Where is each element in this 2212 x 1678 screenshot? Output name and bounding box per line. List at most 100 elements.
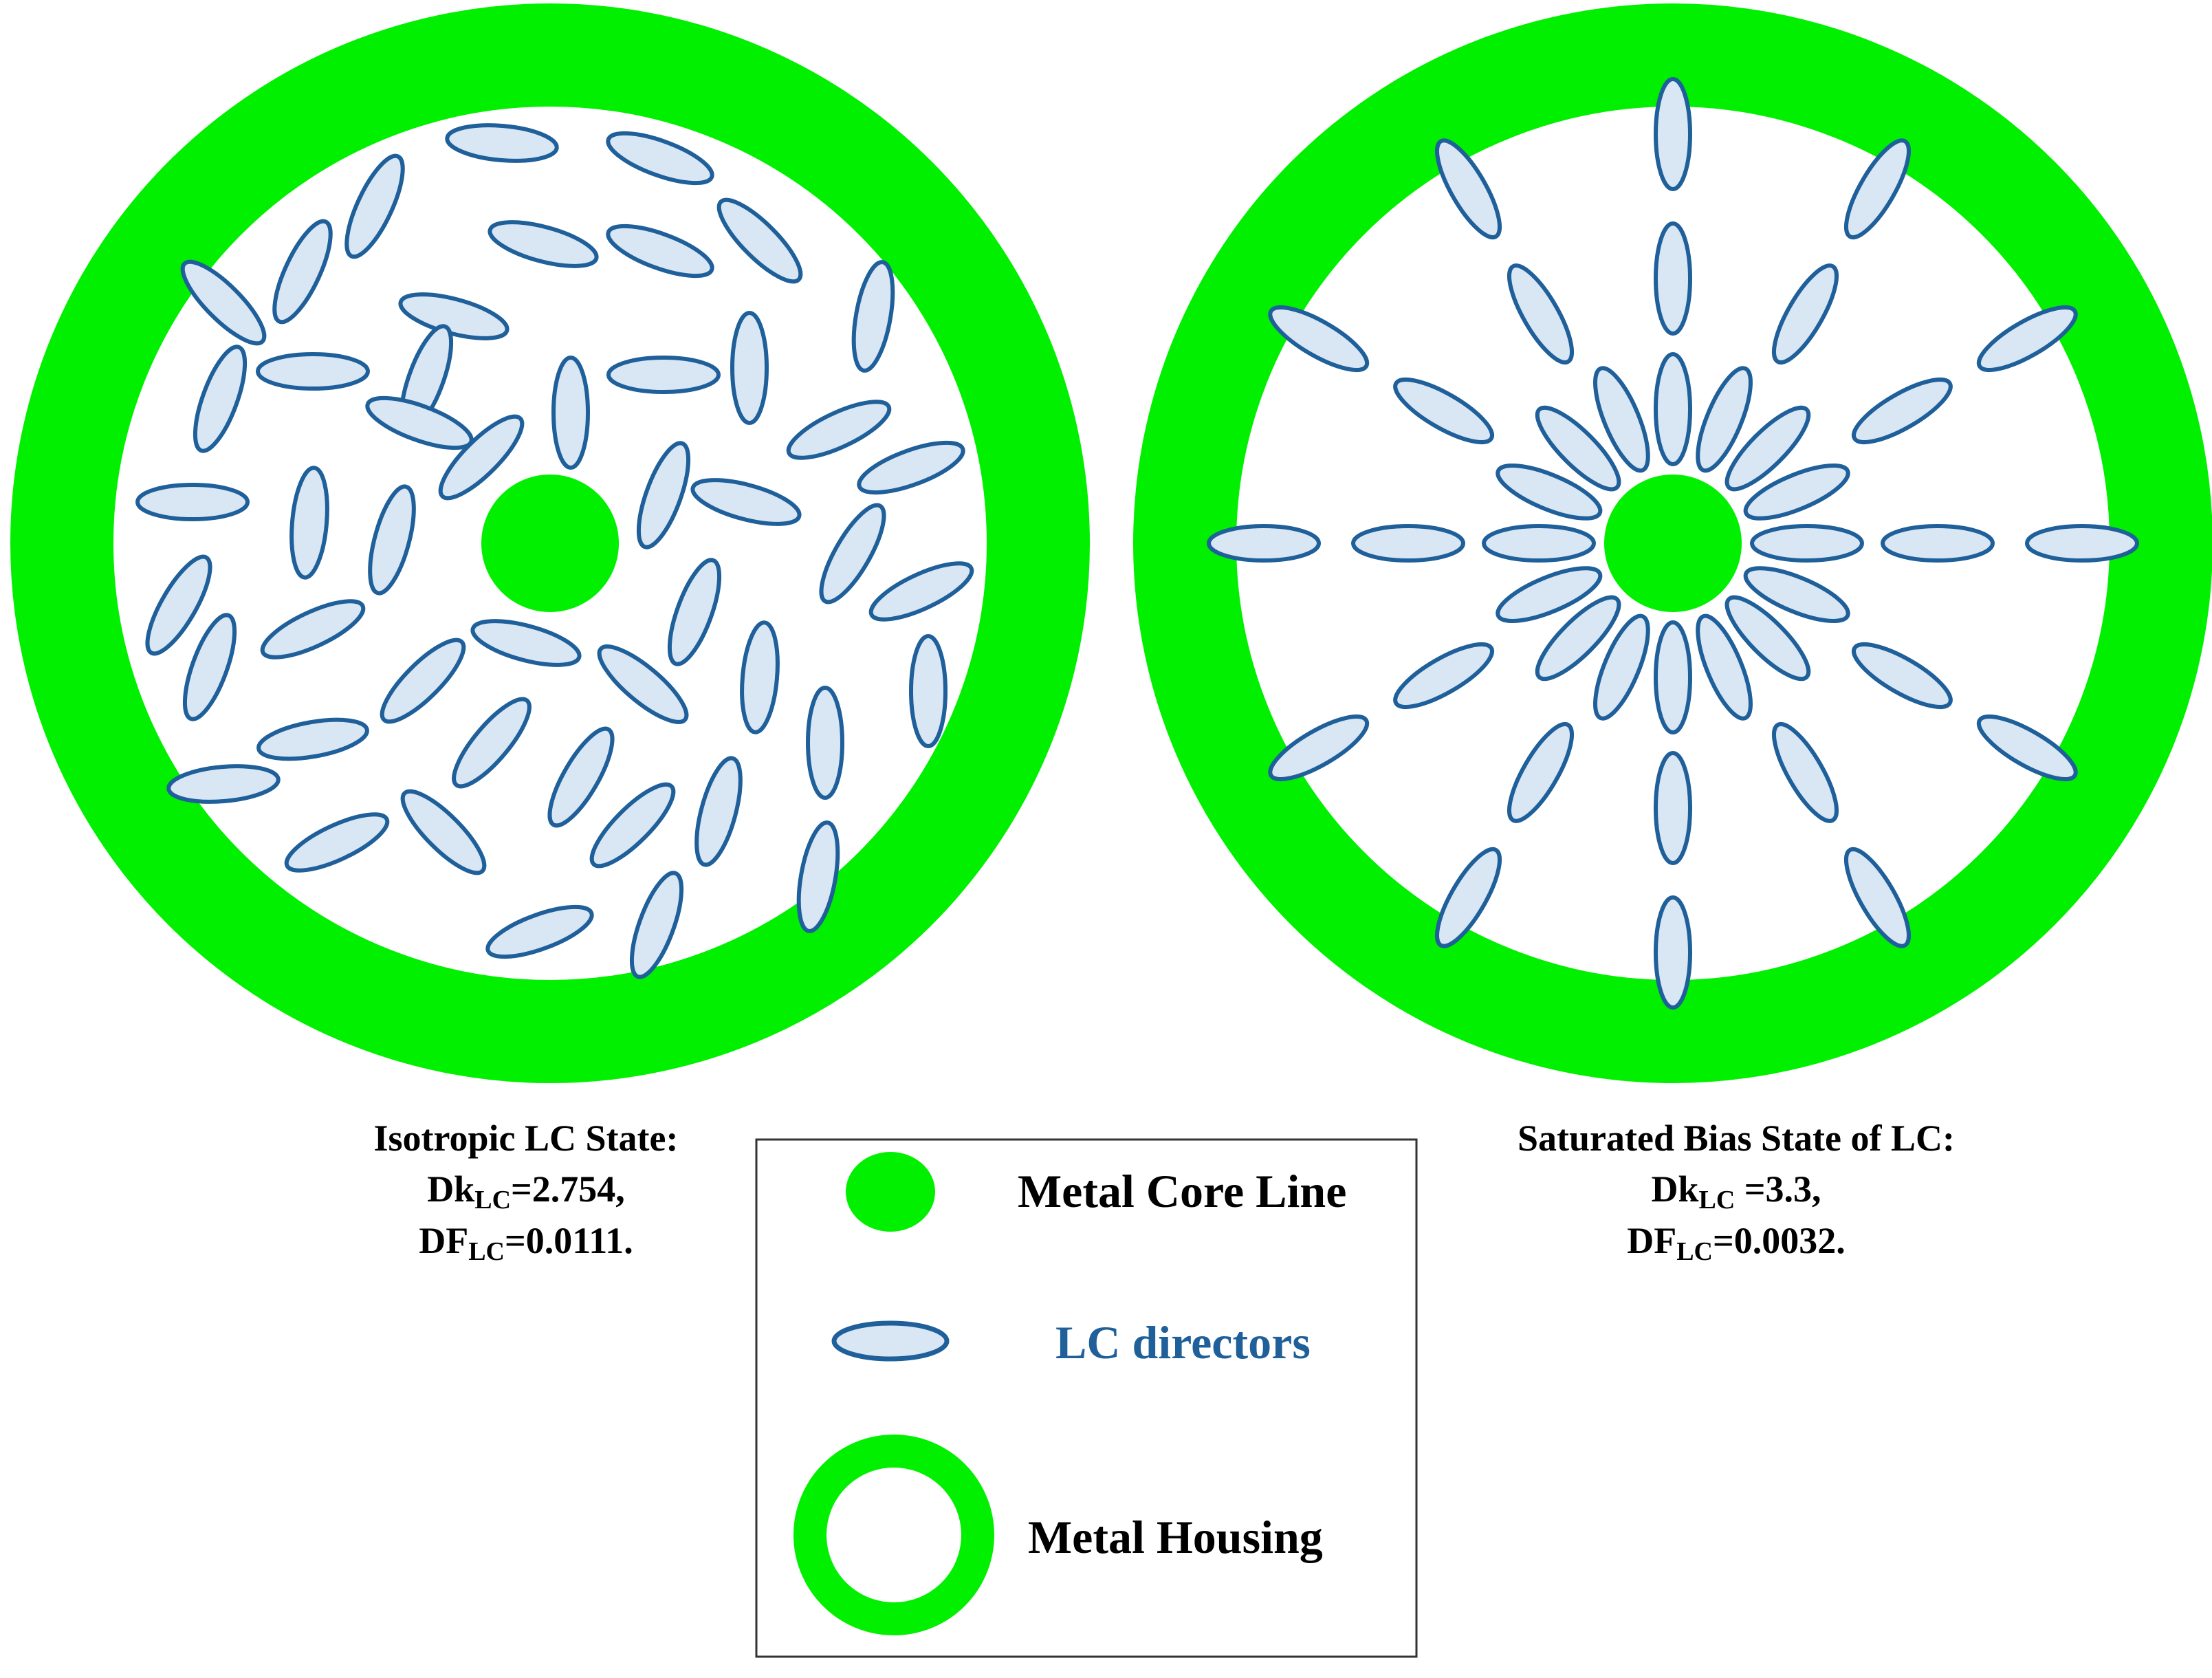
lc-director-ellipse [1851,642,1953,709]
lc-director-ellipse [606,131,714,186]
saturated-df-value: DFLC=0.0032. [1627,1220,1846,1266]
lc-director-ellipse [452,697,532,789]
lc-director-ellipse [1654,352,1692,466]
lc-director-ellipse [193,345,248,453]
lc-director-ellipse [470,619,582,667]
left-metal-core [481,475,619,612]
lc-director-ellipse [589,782,676,869]
lc-director-ellipse [1844,847,1911,948]
legend-director-label: LC directors [1055,1316,1311,1369]
lc-director-ellipse [1772,263,1839,365]
lc-director-ellipse [1976,715,2078,781]
lc-director-ellipse [1496,566,1603,623]
lc-director-ellipse [819,503,886,604]
lc-director-ellipse [716,197,803,284]
saturated-lc-directors [1207,77,2139,1010]
lc-director-ellipse [690,478,802,526]
lc-director-ellipse [135,483,250,521]
lc-director-ellipse [1696,613,1753,721]
lc-director-ellipse [1851,378,1953,444]
lc-director-ellipse [1351,524,1465,563]
isotropic-caption: Isotropic LC State: DkLC=2.754, DFLC=0.0… [374,1118,679,1266]
legend-core-label: Metal Core Line [1018,1165,1346,1217]
lc-director-ellipse [1696,366,1753,473]
lc-director-ellipse [1593,613,1650,721]
lc-director-ellipse [272,219,333,325]
saturated-caption: Saturated Bias State of LC: DkLC =3.3, D… [1518,1118,1955,1266]
lc-director-ellipse [597,644,689,724]
lc-director-ellipse [806,686,844,800]
saturated-panel [1133,3,2212,1083]
lc-director-ellipse [289,466,329,580]
lc-director-ellipse [1593,366,1650,473]
lc-director-ellipse [1844,138,1911,240]
lc-director-ellipse [1393,378,1495,444]
lc-director-ellipse [1482,524,1596,563]
isotropic-dk-value: DkLC=2.754, [427,1168,625,1214]
lc-director-ellipse [796,820,840,933]
legend-frame [755,1138,1418,1658]
lc-director-ellipse [606,224,714,279]
lc-director-ellipse [180,259,267,346]
lc-director-ellipse [1496,464,1603,521]
right-metal-housing [1133,3,2212,1083]
lc-director-ellipse [2025,524,2139,563]
legend-director-symbol [831,1320,950,1362]
lc-director-ellipse [145,554,212,656]
right-metal-core [1604,475,1742,612]
lc-director-ellipse [629,871,684,979]
lc-director-ellipse [256,352,370,391]
lc-director-ellipse [551,356,590,470]
legend-housing-symbol [793,1435,994,1635]
lc-director-ellipse [636,441,691,549]
lc-director-ellipse [368,484,416,596]
isotropic-panel [10,3,1090,1083]
lc-director-ellipse [667,558,722,666]
lc-director-ellipse [740,620,780,734]
lc-director-ellipse [438,414,525,501]
lc-director-ellipse [868,561,974,622]
lc-director-ellipse [1654,77,1692,191]
lc-director-ellipse [1654,221,1692,336]
lc-director-ellipse [1535,405,1621,492]
saturated-caption-title: Saturated Bias State of LC: [1518,1118,1955,1159]
left-metal-housing [10,3,1090,1083]
lc-director-ellipse [1724,405,1811,492]
lc-director-ellipse [1772,721,1839,823]
lc-director-ellipse [400,789,487,875]
lc-director-ellipse [1507,721,1574,823]
lc-director-ellipse [1268,715,1370,781]
lc-director-ellipse [1724,595,1811,682]
lc-director-ellipse [1976,305,2078,372]
lc-director-ellipse [730,311,769,425]
lc-director-ellipse [344,153,405,259]
isotropic-df-value: DFLC=0.0111. [419,1220,633,1266]
lc-director-ellipse [182,613,237,721]
saturated-dk-value: DkLC =3.3, [1651,1168,1821,1214]
lc-director-ellipse [606,356,721,394]
lc-director-ellipse [786,400,892,460]
lc-director-ellipse [166,764,281,804]
lc-director-ellipse [260,599,366,660]
lc-director-ellipse [1507,263,1574,365]
legend-box: Metal Core Line LC directors Metal Housi… [755,1138,1418,1658]
lc-director-ellipse [445,123,559,163]
legend-core-symbol [846,1152,935,1232]
lc-director-ellipse [1654,895,1692,1010]
lc-director-ellipse [488,220,599,268]
lc-director-ellipse [851,260,895,373]
lc-director-ellipse [1881,524,1995,563]
lc-director-ellipse [1654,751,1692,865]
lc-director-ellipse [1268,305,1370,372]
lc-director-ellipse [256,717,369,761]
lc-director-ellipse [1435,847,1502,948]
lc-director-ellipse [547,726,615,828]
lc-director-ellipse [1743,566,1850,623]
lc-director-ellipse [284,812,390,873]
lc-director-ellipse [857,440,965,495]
lc-director-ellipse [1535,595,1621,682]
legend-housing-label: Metal Housing [1028,1511,1323,1563]
lc-director-ellipse [485,904,594,959]
lc-director-ellipse [694,756,743,867]
